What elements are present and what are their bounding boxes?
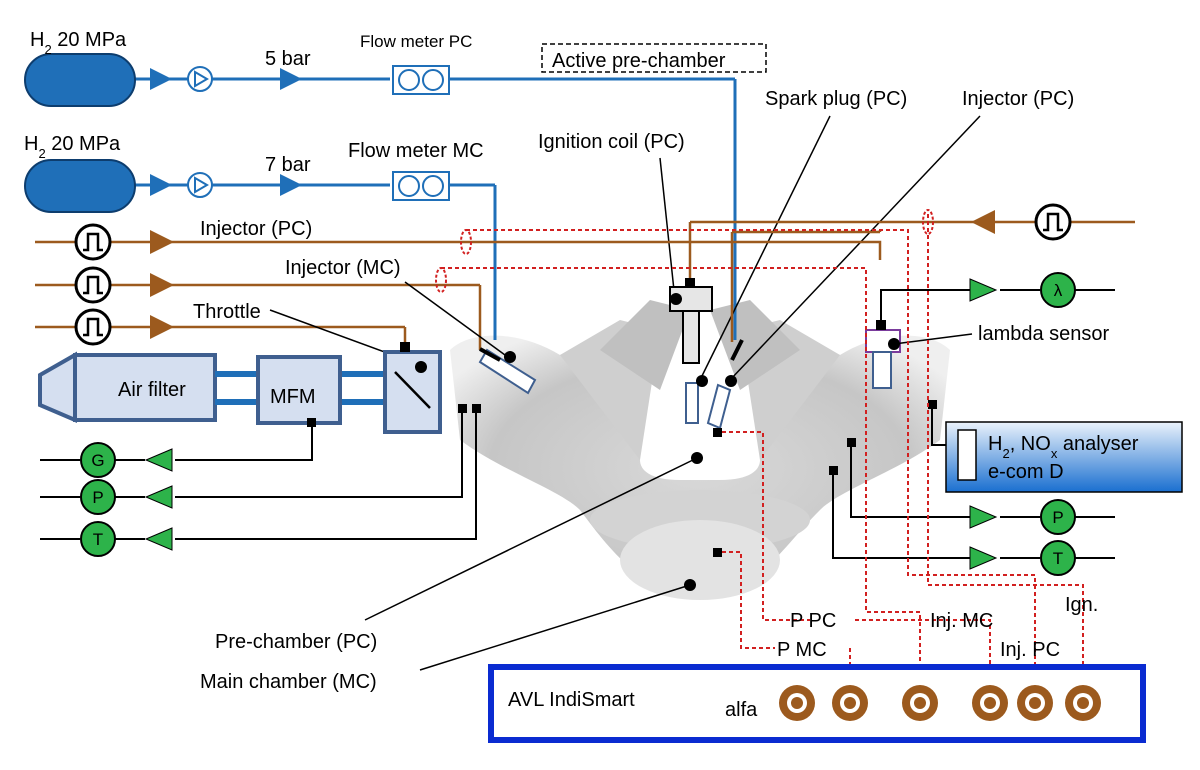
flow-arrows-mc: [150, 174, 302, 196]
exhaust-pressure-connector: [847, 438, 856, 447]
active-prechamber-label: Active pre-chamber: [552, 50, 726, 72]
svg-text:T: T: [93, 530, 103, 549]
mc-pressure-connector: [713, 548, 722, 557]
engine-body: [450, 300, 950, 600]
injector-pc-top-label: Injector (PC): [962, 88, 1074, 110]
gas-analyser-icon: [957, 429, 977, 481]
lambda-arrow-icon: [969, 278, 998, 302]
p-mc-label: P MC: [777, 639, 827, 661]
air-filter-label: Air filter: [118, 379, 186, 401]
sensor-p-exhaust: P: [1040, 499, 1076, 535]
svg-text:G: G: [91, 451, 104, 470]
throttle-label: Throttle: [193, 301, 261, 323]
pulse-generator-icon: [74, 266, 112, 304]
tank-mc-label: H2 20 MPa: [24, 133, 121, 161]
hydrogen-lines: [130, 77, 737, 340]
throttle-connector: [400, 342, 410, 352]
mfm-box: [256, 355, 342, 425]
lambda-sensor-body: [865, 320, 901, 389]
sensor-g: G: [80, 442, 116, 478]
flow-meter-pc-icon: [392, 65, 450, 95]
mfm-label: MFM: [270, 386, 316, 408]
injector-mc-label: Injector (MC): [285, 257, 401, 279]
pre-chamber-label: Pre-chamber (PC): [215, 631, 377, 653]
signal-tap-icons: [435, 209, 934, 293]
avl-channel-icons: [779, 685, 1101, 721]
right-sensor-lines: [832, 447, 1115, 559]
exhaust-temp-connector: [829, 466, 838, 475]
lambda-meter-icon: λ: [1040, 272, 1076, 308]
flow-meter-mc-label: Flow meter MC: [348, 140, 484, 162]
red-dashed-lines: [441, 214, 1084, 690]
signal-arrow-icons: [150, 210, 995, 339]
analyser-line1: H2, NOx analyser: [988, 433, 1139, 461]
svg-text:T: T: [1053, 549, 1063, 568]
air-filter: [38, 351, 217, 424]
ignition-coil: [669, 278, 713, 364]
pump-pc-icon: [187, 66, 213, 92]
top-leader-lines: [659, 115, 981, 381]
ign-label: Ign.: [1065, 594, 1098, 616]
channel-connector-icon: [902, 685, 938, 721]
spark-plug: [685, 375, 708, 424]
svg-text:λ: λ: [1054, 281, 1063, 300]
intake-sensor-connector: [458, 404, 467, 413]
inj-pc-label: Inj. PC: [1000, 639, 1060, 661]
pulse-generator-icon: [74, 308, 112, 346]
ignition-coil-label: Ignition coil (PC): [538, 131, 685, 153]
analyser-sample-line: [931, 409, 946, 446]
lambda-sensor-label: lambda sensor: [978, 323, 1110, 345]
intake-sensor-connector: [472, 404, 481, 413]
pressure-pc-label: 5 bar: [265, 48, 311, 70]
lambda-sensor-line: [880, 289, 1115, 320]
channel-connector-icon: [972, 685, 1008, 721]
chamber-leader-lines: [364, 457, 698, 671]
throttle-valve-icon: [394, 371, 431, 409]
main-chamber-label: Main chamber (MC): [200, 671, 377, 693]
channel-connector-icon: [1017, 685, 1053, 721]
svg-text:P: P: [1052, 508, 1063, 527]
avl-label: AVL IndiSmart: [508, 689, 635, 711]
p-pc-label: P PC: [790, 610, 836, 632]
flow-meter-pc-label: Flow meter PC: [360, 32, 472, 51]
sensor-t-exhaust: T: [1040, 540, 1076, 576]
mfm-connector: [307, 418, 316, 427]
tank-mc: [24, 159, 136, 213]
injector-pc-left-label: Injector (PC): [200, 218, 312, 240]
analyser-line2: e-com D: [988, 461, 1064, 483]
injector-mc: [478, 347, 537, 395]
pressure-mc-label: 7 bar: [265, 154, 311, 176]
tank-pc: [24, 53, 136, 107]
active-prechamber-box: [541, 43, 767, 73]
pulse-generator-icon: [74, 223, 112, 261]
sensor-p: P: [80, 479, 116, 515]
alfa-label: alfa: [725, 699, 758, 721]
gas-analyser-box: [945, 421, 1183, 493]
spark-plug-label: Spark plug (PC): [765, 88, 907, 110]
right-sensor-arrow-icons: [969, 505, 998, 570]
air-ducts: [215, 371, 385, 405]
svg-text:P: P: [92, 488, 103, 507]
flow-meter-mc-icon: [392, 171, 450, 201]
pump-mc-icon: [187, 172, 213, 198]
inj-mc-label: Inj. MC: [930, 610, 993, 632]
channel-connector-icon: [832, 685, 868, 721]
injector-pc-signal-wire: [690, 240, 882, 260]
pc-pressure-connector: [713, 428, 722, 437]
throttle-pointer-dot: [415, 361, 427, 373]
left-sensor-lines: [40, 413, 477, 540]
pulse-generator-icon: [1034, 203, 1072, 241]
throttle-body: [383, 350, 442, 434]
tank-pc-label: H2 20 MPa: [30, 29, 127, 57]
exhaust-sampling-connector: [928, 400, 937, 409]
channel-connector-icon: [779, 685, 815, 721]
flow-arrows-pc: [150, 68, 302, 90]
channel-connector-icon: [1065, 685, 1101, 721]
sensor-t: T: [80, 521, 116, 557]
left-sensor-arrow-icons: [144, 448, 173, 551]
